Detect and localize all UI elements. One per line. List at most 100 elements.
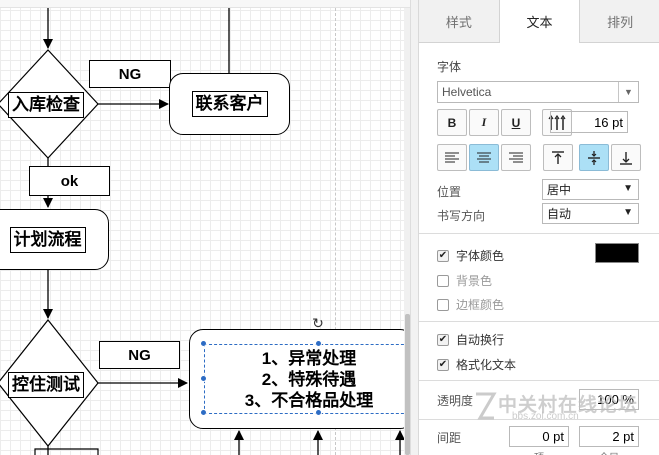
align-left-icon xyxy=(445,152,459,162)
spacing-top-sublabel: 顶 xyxy=(534,449,544,455)
vertical-text-button[interactable] xyxy=(542,109,572,136)
align-right-icon xyxy=(509,152,523,162)
ng-tag-bottom[interactable]: NG xyxy=(99,341,180,369)
align-top-button[interactable] xyxy=(543,144,573,171)
resize-handle-s[interactable] xyxy=(315,409,322,416)
canvas-scrollbar-thumb[interactable] xyxy=(405,314,410,455)
align-right-button[interactable] xyxy=(501,144,531,171)
page-break-line xyxy=(335,8,336,455)
node-plan-process[interactable]: 计划流程 xyxy=(0,209,109,270)
align-middle-icon xyxy=(588,150,600,165)
opacity-input[interactable]: 100 % xyxy=(579,389,639,410)
ng-tag-bottom-text: NG xyxy=(128,346,151,364)
align-left-button[interactable] xyxy=(437,144,467,171)
align-bottom-icon xyxy=(620,151,632,165)
background-color-label: 背景色 xyxy=(456,274,493,288)
underline-button[interactable]: U xyxy=(501,109,531,136)
position-select[interactable]: 居中 ▼ xyxy=(542,179,639,200)
font-family-select[interactable]: Helvetica ▼ xyxy=(437,81,639,103)
background-color-row[interactable]: 背景色 xyxy=(437,272,492,289)
opacity-value: 100 % xyxy=(597,392,634,407)
panel-divider-4 xyxy=(419,419,659,420)
format-panel: 样式 文本 排列 字体 Helvetica ▼ B I U 16 pt xyxy=(418,0,659,455)
resize-handle-nw[interactable] xyxy=(200,340,207,347)
node-exception-handling[interactable] xyxy=(189,329,410,429)
font-color-checkbox[interactable]: ✔ xyxy=(437,249,449,262)
ok-tag-text: ok xyxy=(60,172,79,190)
writing-direction-value: 自动 xyxy=(547,207,572,221)
align-top-icon xyxy=(552,150,564,164)
node-control-test-text: 控住测试 xyxy=(12,375,80,394)
word-wrap-checkbox[interactable]: ✔ xyxy=(437,333,449,346)
border-color-label: 边框颜色 xyxy=(456,298,505,312)
position-label: 位置 xyxy=(437,185,462,199)
node-inbound-check-label[interactable]: 入库检查 xyxy=(8,92,84,118)
tab-arrange[interactable]: 排列 xyxy=(579,0,659,43)
node-contact-customer-text: 联系客户 xyxy=(191,91,268,117)
format-tabs: 样式 文本 排列 xyxy=(419,0,659,43)
position-dropdown-icon: ▼ xyxy=(623,183,633,194)
font-section-title: 字体 xyxy=(437,60,462,74)
handling-line-1: 1、异常处理 xyxy=(261,348,357,368)
underline-button-label: U xyxy=(511,115,521,130)
border-color-checkbox[interactable] xyxy=(437,298,449,311)
border-color-row[interactable]: 边框颜色 xyxy=(437,296,504,313)
diagram-canvas[interactable]: NG 入库检查 联系客户 ok 计划流程 NG 控住测试 1、异常处理 2、特殊… xyxy=(0,0,410,455)
spacing-global-value: 2 pt xyxy=(612,429,634,444)
panel-divider-2 xyxy=(419,321,659,322)
spacing-label: 间距 xyxy=(437,431,462,445)
align-middle-button[interactable] xyxy=(579,144,609,171)
word-wrap-row[interactable]: ✔ 自动换行 xyxy=(437,331,504,348)
panel-divider-3 xyxy=(419,380,659,381)
spacing-top-value: 0 pt xyxy=(542,429,564,444)
resize-handle-w[interactable] xyxy=(200,375,207,382)
handling-line-3: 3、不合格品处理 xyxy=(244,390,374,410)
bold-button-label: B xyxy=(447,115,457,130)
background-color-checkbox[interactable] xyxy=(437,274,449,287)
node-plan-process-text: 计划流程 xyxy=(9,226,86,253)
font-family-value: Helvetica xyxy=(442,85,492,99)
bottom-node-edge xyxy=(34,448,99,455)
bold-button[interactable]: B xyxy=(437,109,467,136)
spacing-global-input[interactable]: 2 pt xyxy=(579,426,639,447)
align-bottom-button[interactable] xyxy=(611,144,641,171)
ng-tag-top[interactable]: NG xyxy=(89,60,171,88)
canvas-scrollbar-track[interactable] xyxy=(404,8,410,455)
font-color-swatch-fill xyxy=(598,246,636,260)
panel-divider-1 xyxy=(419,233,659,234)
italic-button[interactable]: I xyxy=(469,109,499,136)
font-color-row[interactable]: ✔ 字体颜色 xyxy=(437,247,504,264)
spacing-top-input[interactable]: 0 pt xyxy=(509,426,569,447)
node-control-test-label[interactable]: 控住测试 xyxy=(8,372,84,398)
font-size-value: 16 pt xyxy=(594,114,623,130)
resize-handle-sw[interactable] xyxy=(200,409,207,416)
node-inbound-check-text: 入库检查 xyxy=(12,95,80,114)
font-color-swatch[interactable] xyxy=(595,243,639,263)
font-size-input[interactable]: 16 pt xyxy=(550,111,628,133)
writing-direction-label: 书写方向 xyxy=(437,209,486,223)
selected-text-editor[interactable]: 1、异常处理 2、特殊待遇 3、不合格品处理 xyxy=(204,344,410,414)
spacing-global-sublabel: 全局 xyxy=(599,449,619,455)
position-value: 居中 xyxy=(547,183,572,197)
resize-handle-n[interactable] xyxy=(315,340,322,347)
tab-text[interactable]: 文本 xyxy=(498,0,580,43)
writing-direction-dropdown-icon: ▼ xyxy=(623,207,633,218)
formatted-text-checkbox[interactable]: ✔ xyxy=(437,358,449,371)
tab-style[interactable]: 样式 xyxy=(419,0,499,43)
panel-splitter[interactable] xyxy=(410,0,418,455)
align-center-icon xyxy=(477,152,491,162)
word-wrap-label: 自动换行 xyxy=(456,333,505,347)
opacity-label: 透明度 xyxy=(437,394,474,408)
align-center-button[interactable] xyxy=(469,144,499,171)
vertical-text-icon xyxy=(548,114,566,130)
font-family-dropdown-icon[interactable]: ▼ xyxy=(618,82,638,102)
handling-line-2: 2、特殊待遇 xyxy=(261,369,357,389)
rotate-handle-icon[interactable]: ↻ xyxy=(312,315,324,331)
italic-button-label: I xyxy=(481,115,487,129)
canvas-top-ruler xyxy=(0,0,410,8)
ok-tag[interactable]: ok xyxy=(29,166,110,196)
font-color-label: 字体颜色 xyxy=(456,249,505,263)
formatted-text-row[interactable]: ✔ 格式化文本 xyxy=(437,356,516,373)
node-contact-customer[interactable]: 联系客户 xyxy=(169,73,290,135)
writing-direction-select[interactable]: 自动 ▼ xyxy=(542,203,639,224)
